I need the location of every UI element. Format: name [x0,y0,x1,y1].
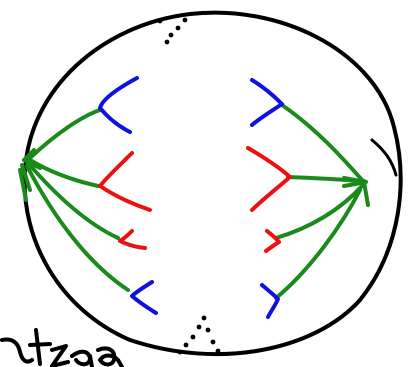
chromosome-blue-top-left [100,78,137,132]
cell-outline-overlap [372,140,396,175]
chromosome-red-small-left [120,231,145,248]
chromosome-red-left [100,153,150,210]
centrosome-bottom [178,316,221,355]
centrosome-top [158,18,188,45]
left-spindle-fibers [20,110,128,290]
chromosome-blue-top-right [252,80,282,125]
right-spindle-fibers [276,105,368,298]
red-chromosomes [100,148,290,251]
chromosome-red-right [248,148,290,210]
blue-chromosomes [100,78,282,317]
chromosome-red-small-right [266,231,279,251]
chromosome-blue-bottom-right [262,285,278,317]
chromosome-blue-bottom-left [132,282,156,313]
handwritten-caption-fragment [2,330,122,367]
